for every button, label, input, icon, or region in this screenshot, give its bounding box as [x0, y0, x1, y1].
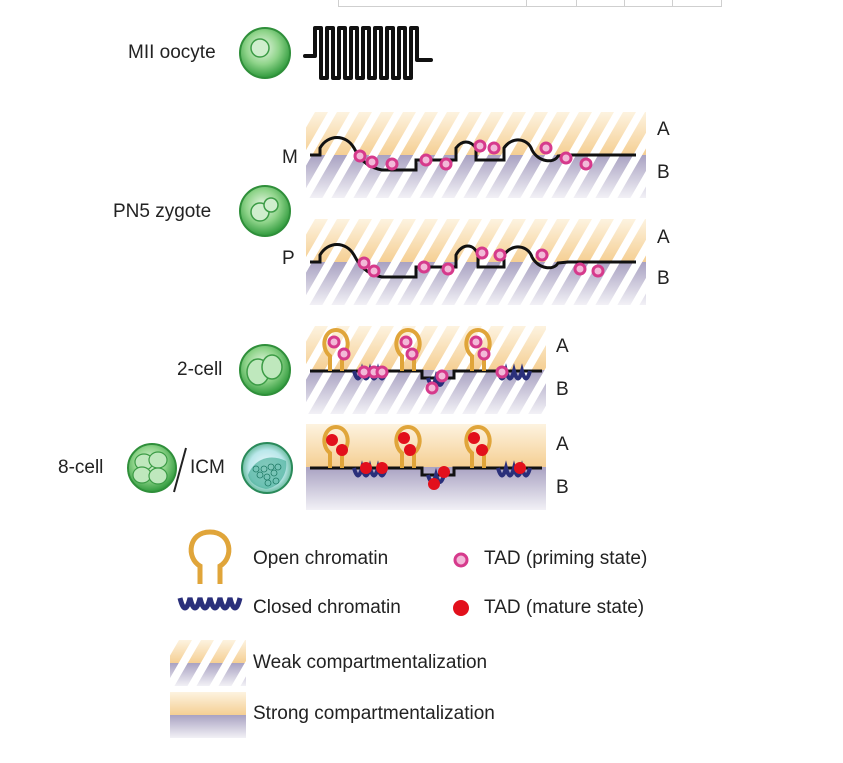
slash-divider-icon [173, 447, 187, 493]
stage-label-icm: ICM [190, 457, 225, 478]
legend-tad-mature-label: TAD (mature state) [484, 597, 645, 618]
stage-label-2-cell: 2-cell [177, 359, 223, 380]
legend-closed-chromatin-icon [177, 597, 243, 611]
legend-open-chromatin-icon [188, 529, 232, 584]
eight-cell-compartment-a-label: A [556, 434, 569, 455]
paternal-label: P [282, 248, 295, 269]
maternal-compartment-b-label: B [657, 162, 670, 183]
top-toolbar-fragment [338, 0, 722, 7]
legend-weak-compartment-label: Weak compartmentalization [253, 652, 488, 673]
maternal-compartment-a-label: A [657, 119, 670, 140]
legend-tad-mature-icon [453, 600, 469, 616]
eight-cell-compartment-b-label: B [556, 477, 569, 498]
legend-tad-priming-icon [453, 552, 469, 568]
stage-label-8-cell: 8-cell [58, 457, 104, 478]
eight-cell-tad-mature-markers [326, 432, 526, 490]
eight-cell-embryo-icon [127, 443, 177, 493]
icm-blastocyst-icon [241, 442, 293, 494]
legend-strong-compartment-label: Strong compartmentalization [253, 703, 495, 724]
maternal-label: M [282, 147, 298, 168]
paternal-compartment-b-label: B [657, 268, 670, 289]
eight-cell-icm-chromatin-track [306, 424, 546, 510]
mii-chromatin-condensed-line [303, 26, 433, 80]
legend-strong-compartment-swatch [170, 692, 246, 738]
two-cell-embryo-icon [239, 344, 291, 396]
two-cell-tad-priming-markers [327, 335, 509, 395]
paternal-tad-priming-markers [357, 246, 605, 278]
pn5-zygote-cell-icon [239, 185, 291, 237]
maternal-weak-compartment-track [306, 112, 646, 198]
legend-weak-compartment-swatch [170, 640, 246, 686]
legend-closed-chromatin-label: Closed chromatin [253, 597, 401, 618]
stage-label-mii: MII oocyte [128, 42, 216, 63]
two-cell-chromatin-track [306, 326, 546, 414]
legend-open-chromatin-label: Open chromatin [253, 548, 389, 569]
stage-label-pn5: PN5 zygote [113, 201, 212, 222]
legend-tad-priming-label: TAD (priming state) [484, 548, 648, 569]
mii-oocyte-cell-icon [239, 27, 291, 79]
paternal-compartment-a-label: A [657, 227, 670, 248]
two-cell-compartment-b-label: B [556, 379, 569, 400]
two-cell-compartment-a-label: A [556, 336, 569, 357]
maternal-tad-priming-markers [353, 139, 593, 171]
paternal-weak-compartment-track [306, 219, 646, 305]
